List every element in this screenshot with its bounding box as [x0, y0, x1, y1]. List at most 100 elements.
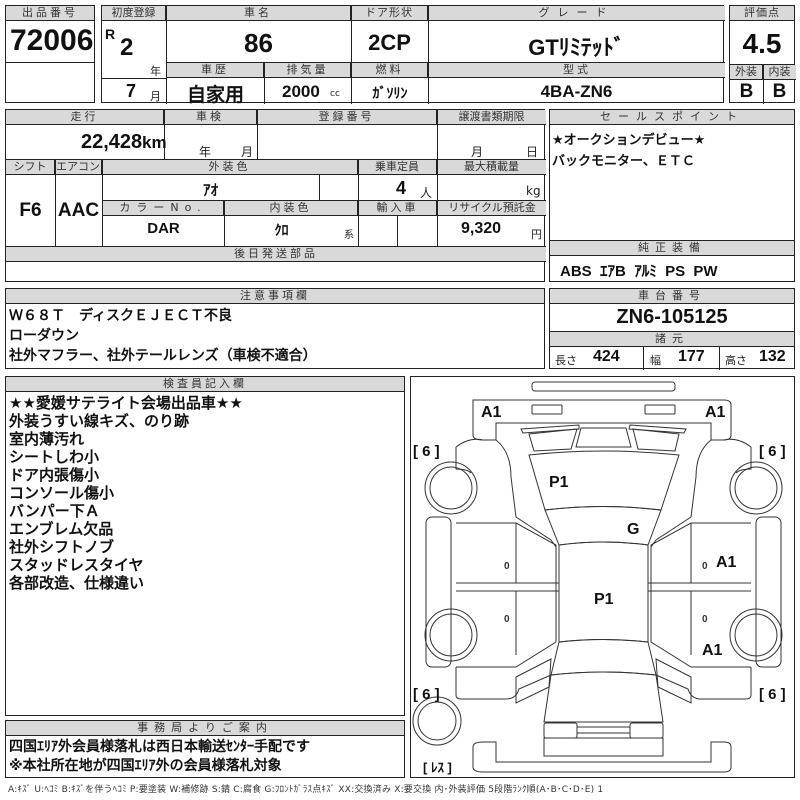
- registration-year: 2: [120, 34, 134, 61]
- chassis-label: 車台番号: [550, 289, 794, 304]
- doors-label: ドア形状: [351, 6, 428, 21]
- equipment-alloy: ｱﾙﾐ: [634, 263, 657, 280]
- mark-hood: P1: [549, 474, 569, 491]
- legend-text: A:ｷｽﾞ U:ﾍｺﾐ B:ｷｽﾞを伴うﾍｺﾐ P:要塗装 W:補修跡 S:錆 …: [8, 785, 604, 795]
- height-value: 132: [759, 348, 786, 365]
- displacement-unit: cc: [330, 89, 340, 99]
- inspector-line: シートしわ小: [9, 448, 100, 466]
- deadline-month-unit: 月: [471, 145, 484, 159]
- score-label: 評価点: [730, 6, 794, 21]
- note-line: Ｗ６８Ｔ ディスクＥＪＥＣＴ不良: [9, 308, 233, 324]
- model-code-label: 型式: [429, 63, 725, 78]
- mileage-unit: km: [142, 133, 167, 152]
- sales-points-text: ★オークションデビュー★ バックモニター、ＥＴＣ: [552, 130, 705, 172]
- inspector-line: コンソール傷小: [9, 484, 115, 502]
- aircon-label: エアコン: [55, 160, 102, 175]
- max-load-unit: kg: [526, 184, 541, 198]
- mark-front-left: A1: [481, 404, 502, 421]
- interior-grade-label: 内装: [763, 65, 796, 80]
- tire-spare: [ ﾚｽ ]: [423, 760, 452, 775]
- vehicle-info-box: 初度登録 車名 ドア形状 グレード R 2 年 7 月 86 2CP GTﾘﾐﾃ…: [101, 5, 725, 106]
- deadline-day-unit: 日: [526, 145, 539, 159]
- note-line: 社外マフラー、社外テールレンズ（車検不適合）: [9, 348, 317, 364]
- lot-label: 出品番号: [6, 6, 94, 21]
- mileage-value: 22,428: [81, 131, 143, 153]
- score-box: 評価点 4.5 外装 内装 B B: [729, 5, 796, 104]
- office-label: 事務局よりご案内: [6, 721, 404, 736]
- grade-value: GTﾘﾐﾃｯﾄﾞ: [528, 35, 625, 60]
- inspector-line: ドア内張傷小: [9, 466, 100, 484]
- equipment-pw: PW: [693, 263, 718, 280]
- car-name-value: 86: [244, 28, 273, 58]
- equipment-ps: PS: [665, 263, 686, 280]
- registration-no-label: 登録番号: [257, 110, 437, 125]
- inspector-box: 検査員記入欄 ★★愛媛サテライト会場出品車★★ 外装うすい線キズ、のり跡 室内薄…: [5, 376, 405, 716]
- recycle-unit: 円: [531, 228, 542, 241]
- lot-box: 出品番号 72006: [5, 5, 95, 103]
- sales-point-line: ★オークションデビュー★: [552, 133, 706, 148]
- exterior-grade-label: 外装: [730, 65, 763, 80]
- first-registration-label: 初度登録: [102, 6, 166, 21]
- fuel-label: 燃料: [352, 63, 428, 78]
- car-outline-diagram: 0 0 0 0 A1 A1 P1 G P1 A1 A1 [ 6 ] [ 6 ] …: [412, 381, 786, 775]
- transfer-deadline-label: 譲渡書類期限: [437, 110, 546, 125]
- equipment-airbag: ｴｱB: [600, 263, 626, 280]
- model-code-value: 4BA-ZN6: [540, 82, 613, 101]
- shift-label: シフト: [6, 160, 55, 175]
- inspector-line: 社外シフトノブ: [9, 538, 115, 556]
- inspector-line: エンブレム欠品: [9, 520, 114, 538]
- equipment-abs: ABS: [560, 263, 592, 280]
- sales-points-box: セールスポイント ★オークションデビュー★ バックモニター、ＥＴＣ 純正装備 A…: [549, 109, 795, 282]
- doors-value: 2CP: [368, 30, 411, 55]
- exterior-color-label: 外装色: [102, 160, 358, 175]
- inspection-label: 車検: [164, 110, 257, 125]
- recycle-label: リサイクル預託金: [438, 201, 546, 216]
- door-handle-mark: 0: [702, 561, 708, 572]
- door-handle-mark: 0: [702, 614, 708, 625]
- mark-roof: P1: [594, 591, 614, 608]
- car-name-label: 車名: [166, 6, 351, 21]
- notes-label: 注意事項欄: [6, 289, 544, 304]
- tire-front-left: [ 6 ]: [413, 443, 440, 460]
- registration-era: R: [105, 26, 116, 42]
- mark-right-door: A1: [716, 554, 737, 571]
- note-line: ローダウン: [9, 328, 79, 344]
- recycle-value: 9,320: [461, 220, 502, 237]
- chassis-value: ZN6-105125: [616, 306, 728, 328]
- office-box: 事務局よりご案内 四国ｴﾘｱ外会員様落札は西日本輸送ｾﾝﾀｰ手配です ※本社所在…: [5, 720, 405, 778]
- inspector-line: 外装うすい線キズ、のり跡: [9, 412, 190, 430]
- tire-rear-left: [ 6 ]: [413, 686, 440, 703]
- color-no-label: カラーNo.: [103, 201, 224, 216]
- displacement-label: 排気量: [265, 63, 351, 78]
- history-label: 車歴: [167, 63, 264, 78]
- door-handle-mark: 0: [504, 614, 510, 625]
- inspector-line: 室内薄汚れ: [9, 430, 85, 448]
- details-box: 走行 車検 登録番号 譲渡書類期限 22,428 km 年 月 月 日 シフト …: [5, 109, 546, 282]
- inspector-label: 検査員記入欄: [6, 377, 404, 392]
- aircon-value: AAC: [57, 200, 100, 221]
- length-label: 長さ: [555, 354, 577, 367]
- interior-color-label: 内装色: [224, 201, 358, 216]
- mark-front-right: A1: [705, 404, 726, 421]
- office-line: 四国ｴﾘｱ外会員様落札は西日本輸送ｾﾝﾀｰ手配です: [9, 739, 310, 755]
- inspection-month-unit: 月: [241, 145, 254, 159]
- capacity-value: 4: [396, 178, 407, 198]
- capacity-label: 乗車定員: [358, 160, 437, 175]
- exterior-color-value: ｱｵ: [202, 182, 218, 199]
- interior-grade: B: [772, 81, 787, 102]
- fuel-value: ｶﾞｿﾘﾝ: [372, 85, 408, 101]
- damage-diagram: 0 0 0 0 A1 A1 P1 G P1 A1 A1 [ 6 ] [ 6 ] …: [410, 376, 795, 778]
- mark-right-rear: A1: [702, 642, 723, 659]
- sales-point-line: バックモニター、ＥＴＣ: [552, 154, 695, 169]
- later-parts-label: 後日発送部品: [6, 247, 546, 262]
- inspector-line: ★★愛媛サテライト会場出品車★★: [9, 394, 243, 412]
- score-value: 4.5: [742, 28, 782, 59]
- tire-front-right: [ 6 ]: [759, 443, 786, 460]
- notes-box: 注意事項欄 Ｗ６８Ｔ ディスクＥＪＥＣＴ不良 ローダウン 社外マフラー、社外テー…: [5, 288, 545, 369]
- history-value: 自家用: [186, 85, 244, 106]
- mark-windshield: G: [627, 521, 639, 538]
- door-handle-mark: 0: [504, 561, 510, 572]
- tire-rear-right: [ 6 ]: [759, 686, 786, 703]
- equipment-list: ABS ｴｱB ｱﾙﾐ PS PW: [560, 260, 718, 281]
- grade-label: グレード: [428, 6, 725, 21]
